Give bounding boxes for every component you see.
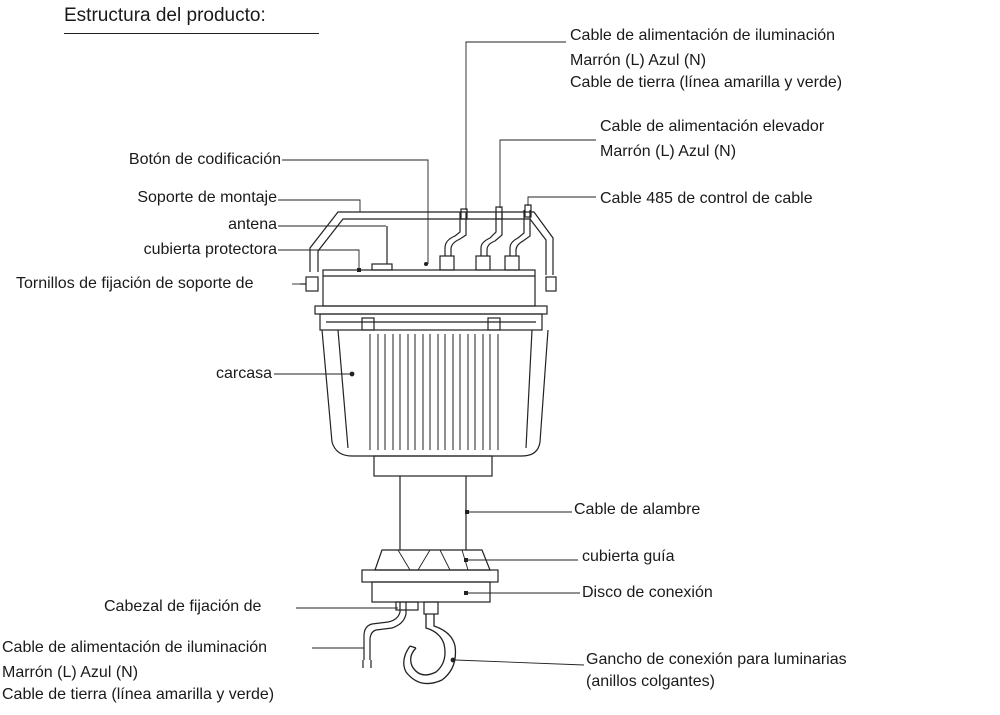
label-fixing-head: Cabezal de fijación de (104, 598, 262, 615)
label-guide-cover: cubierta guía (582, 548, 675, 565)
label-mounting-bracket: Soporte de montaje (137, 189, 277, 206)
label-hook-sub: (anillos colgantes) (586, 673, 715, 690)
label-lighting-power-bottom: Cable de alimentación de iluminación (2, 639, 268, 656)
bottom-power-cable (362, 602, 407, 668)
leader-lines (274, 41, 596, 666)
housing-body (321, 317, 549, 477)
page-title: Estructura del producto: (64, 5, 266, 26)
title-underline (64, 33, 319, 34)
label-protective-cover: cubierta protectora (143, 241, 277, 258)
label-lighting-power-bottom-ground: Cable de tierra (línea amarilla y verde) (2, 686, 275, 703)
label-wire-cable: Cable de alambre (574, 501, 701, 518)
bracket-screws (300, 276, 557, 292)
label-lighting-power-top-colors: Marrón (L) Azul (N) (570, 52, 707, 69)
label-bracket-screws: Tornillos de fijación de soporte de (16, 275, 254, 292)
antenna-part (371, 226, 393, 271)
label-housing: carcasa (215, 365, 272, 382)
cable-glands (439, 204, 532, 271)
label-lift-power-colors: Marrón (L) Azul (N) (600, 143, 737, 160)
label-lighting-power-bottom-colors: Marrón (L) Azul (N) (2, 664, 139, 681)
label-lighting-power-top: Cable de alimentación de iluminación (570, 27, 836, 44)
hook-part (403, 614, 457, 685)
connection-disc-part (371, 581, 491, 615)
label-connection-disc: Disco de conexión (582, 584, 713, 601)
guide-cover-part (361, 549, 499, 583)
leader-dots (349, 262, 469, 663)
label-antenna: antena (228, 216, 277, 233)
label-cable-485: Cable 485 de control de cable (600, 190, 813, 207)
label-lighting-power-top-ground: Cable de tierra (línea amarilla y verde) (570, 74, 843, 91)
mounting-bracket-frame (309, 211, 554, 275)
label-coding-button: Botón de codificación (128, 151, 281, 168)
top-cover-block (314, 269, 548, 331)
label-lift-power: Cable de alimentación elevador (600, 118, 825, 135)
wire-cables (399, 476, 467, 550)
label-hook: Gancho de conexión para luminarias (586, 651, 847, 668)
